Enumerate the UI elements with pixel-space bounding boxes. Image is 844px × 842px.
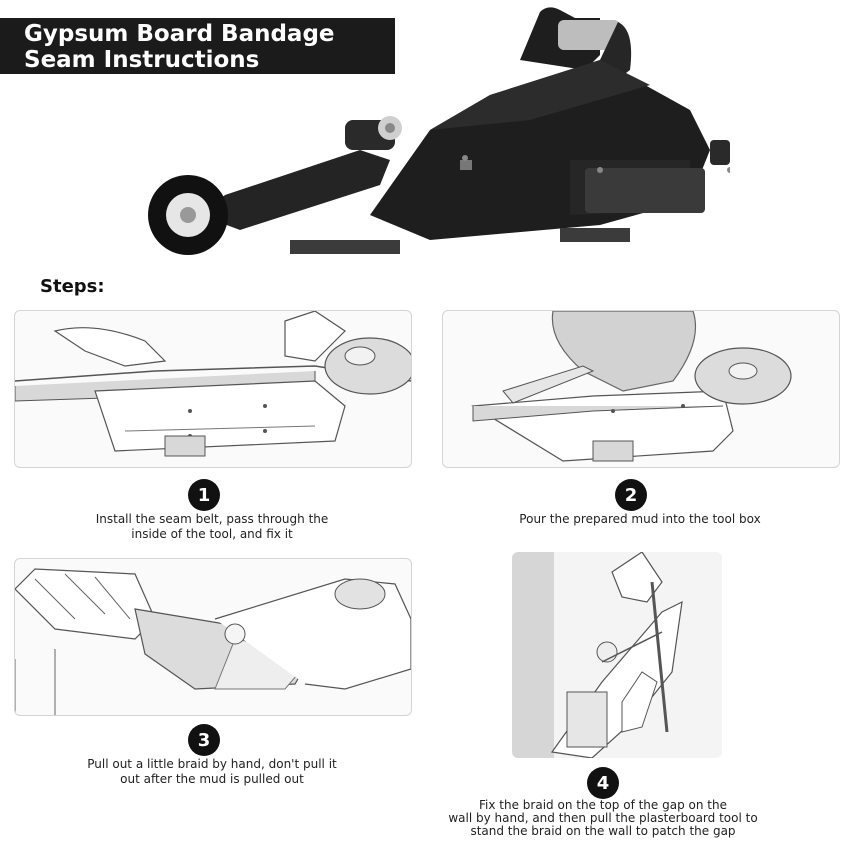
step-3-caption-line-1: Pull out a little braid by hand, don't p… (87, 757, 337, 771)
step-4-illustration (512, 552, 722, 758)
step-3-caption: Pull out a little braid by hand, don't p… (14, 757, 410, 787)
title-line-1: Gypsum Board Bandage (24, 21, 335, 47)
steps-heading: Steps: (40, 276, 105, 297)
step-4-caption-line-1: Fix the braid on the top of the gap on t… (479, 798, 727, 812)
step-3-illustration (14, 558, 412, 716)
step-1-caption-line-2: inside of the tool, and fix it (131, 527, 293, 541)
step-4-caption: Fix the braid on the top of the gap on t… (422, 799, 784, 838)
title-line-2: Seam Instructions (24, 47, 260, 73)
step-1-caption: Install the seam belt, pass through the … (14, 512, 410, 542)
step-4-caption-line-3: stand the braid on the wall to patch the… (470, 824, 736, 838)
step-3-caption-line-2: out after the mud is pulled out (120, 772, 304, 786)
step-1-caption-line-1: Install the seam belt, pass through the (95, 512, 329, 526)
step-2-illustration (442, 310, 840, 468)
step-1-badge: 1 (188, 479, 220, 511)
step-3-badge: 3 (188, 724, 220, 756)
step-2-badge: 2 (615, 479, 647, 511)
drywall-taping-tool-image (148, 7, 730, 255)
step-1-illustration (14, 310, 412, 468)
step-4-badge: 4 (587, 767, 619, 799)
step-2-caption: Pour the prepared mud into the tool box (442, 512, 838, 527)
step-4-caption-line-2: wall by hand, and then pull the plasterb… (448, 811, 758, 825)
step-2-caption-line-1: Pour the prepared mud into the tool box (519, 512, 761, 526)
title-banner: Gypsum Board Bandage Seam Instructions (0, 18, 395, 74)
